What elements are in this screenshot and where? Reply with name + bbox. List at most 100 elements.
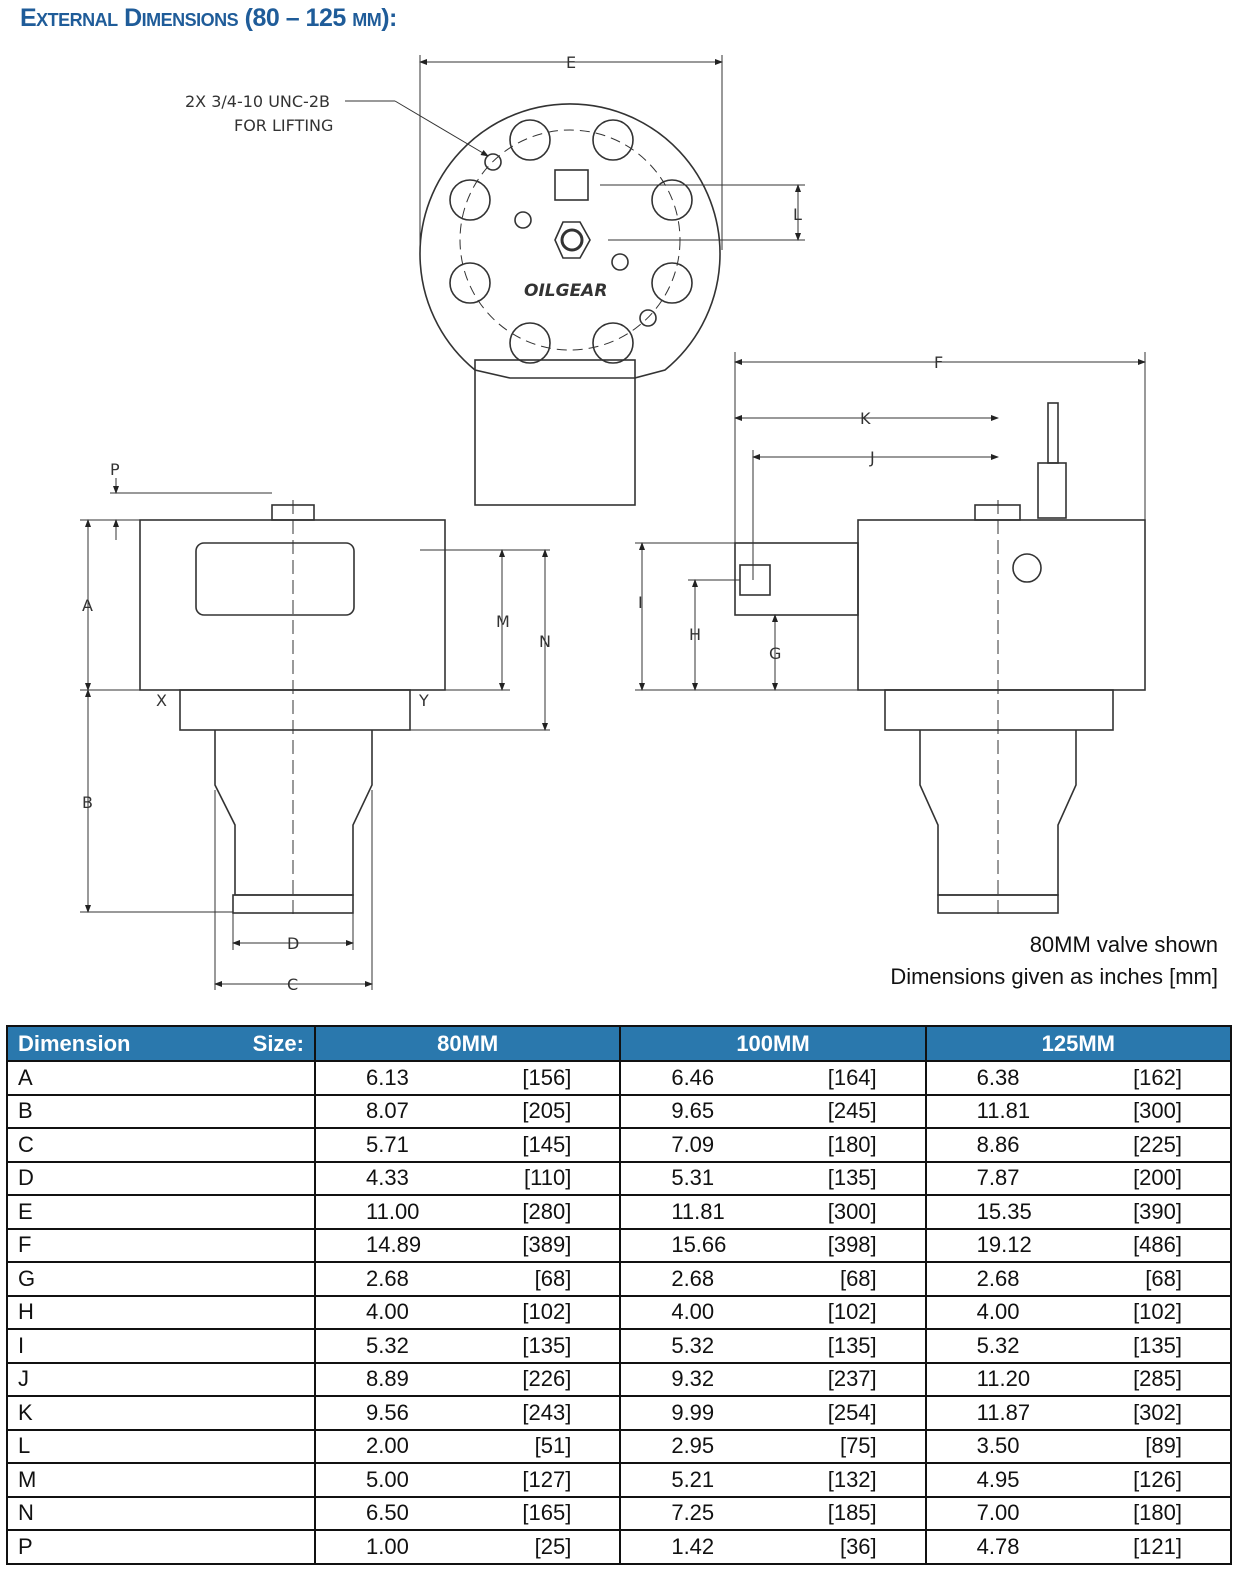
value-inches: 4.00 bbox=[976, 1299, 1020, 1325]
size-cell: 2.68 [68] bbox=[619, 1261, 927, 1297]
value-mm: [285] bbox=[1133, 1366, 1182, 1392]
value-mm: [237] bbox=[827, 1366, 877, 1392]
size-cell: 8.07 [205] bbox=[313, 1093, 622, 1129]
value-inches: 2.00 bbox=[366, 1433, 409, 1459]
table-row: L 2.00 [51] 2.95 [75] 3.50 [89] bbox=[6, 1428, 1233, 1464]
size-cell: 5.00 [127] bbox=[313, 1462, 622, 1498]
value-mm: [89] bbox=[1145, 1433, 1182, 1459]
value-inches: 5.32 bbox=[671, 1332, 715, 1358]
value-mm: [185] bbox=[827, 1500, 877, 1526]
label-Y: Y bbox=[418, 691, 429, 710]
size-cell: 11.00 [280] bbox=[313, 1194, 622, 1230]
value-inches: 2.95 bbox=[671, 1433, 715, 1459]
value-mm: [280] bbox=[522, 1198, 572, 1224]
size-cell: 11.20 [285] bbox=[924, 1361, 1233, 1397]
value-mm: [225] bbox=[1133, 1131, 1182, 1157]
note-units: Dimensions given as inches [mm] bbox=[890, 964, 1218, 989]
table-row: G 2.68 [68] 2.68 [68] 2.68 [68] bbox=[6, 1261, 1233, 1297]
value-inches: 1.42 bbox=[671, 1533, 715, 1559]
size-cell: 5.32 [135] bbox=[619, 1328, 927, 1364]
table-row: J 8.89 [226] 9.32 [237] 11.20 [285] bbox=[6, 1361, 1233, 1397]
size-cell: 3.50 [89] bbox=[924, 1428, 1233, 1464]
value-mm: [75] bbox=[839, 1433, 877, 1459]
size-cell: 8.89 [226] bbox=[313, 1361, 622, 1397]
dimension-letter: F bbox=[6, 1227, 316, 1263]
size-cell: 2.68 [68] bbox=[924, 1261, 1233, 1297]
value-mm: [300] bbox=[1133, 1098, 1182, 1124]
value-inches: 6.46 bbox=[671, 1064, 715, 1090]
value-mm: [389] bbox=[522, 1232, 572, 1258]
label-I: I bbox=[638, 593, 643, 612]
value-inches: 11.87 bbox=[976, 1399, 1031, 1425]
value-mm: [398] bbox=[827, 1232, 877, 1258]
value-mm: [205] bbox=[522, 1098, 572, 1124]
value-inches: 4.00 bbox=[366, 1299, 409, 1325]
table-row: P 1.00 [25] 1.42 [36] 4.78 [121] bbox=[6, 1529, 1233, 1565]
size-cell: 11.87 [302] bbox=[924, 1395, 1233, 1431]
table-row: B 8.07 [205] 9.65 [245] 11.81 [300] bbox=[6, 1093, 1233, 1129]
size-cell: 5.32 [135] bbox=[313, 1328, 622, 1364]
value-inches: 9.99 bbox=[671, 1399, 715, 1425]
value-inches: 4.33 bbox=[366, 1165, 409, 1191]
value-mm: [165] bbox=[522, 1500, 572, 1526]
dimension-letter: I bbox=[6, 1328, 316, 1364]
value-inches: 15.35 bbox=[976, 1198, 1032, 1224]
label-N: N bbox=[539, 632, 551, 651]
technical-drawing: 2X 3/4-10 UNC-2B FOR LIFTING OILGEAR E L… bbox=[80, 53, 1146, 994]
label-L: L bbox=[793, 205, 802, 224]
size-cell: 9.32 [237] bbox=[619, 1361, 927, 1397]
value-mm: [51] bbox=[534, 1433, 572, 1459]
size-cell: 5.32 [135] bbox=[924, 1328, 1233, 1364]
value-mm: [102] bbox=[1133, 1299, 1182, 1325]
label-G: G bbox=[769, 644, 781, 663]
value-inches: 6.38 bbox=[976, 1064, 1020, 1090]
value-inches: 5.31 bbox=[671, 1165, 715, 1191]
value-mm: [68] bbox=[839, 1265, 877, 1291]
label-P: P bbox=[110, 460, 120, 479]
value-inches: 9.65 bbox=[671, 1098, 715, 1124]
value-inches: 6.13 bbox=[366, 1064, 409, 1090]
value-inches: 11.00 bbox=[366, 1198, 420, 1224]
value-inches: 9.56 bbox=[366, 1399, 409, 1425]
value-mm: [156] bbox=[522, 1064, 572, 1090]
label-X: X bbox=[156, 691, 167, 710]
value-inches: 11.81 bbox=[671, 1198, 725, 1224]
table-row: D 4.33 [110] 5.31 [135] 7.87 [200] bbox=[6, 1160, 1233, 1196]
size-cell: 4.00 [102] bbox=[924, 1294, 1233, 1330]
value-mm: [164] bbox=[827, 1064, 877, 1090]
value-inches: 5.00 bbox=[366, 1466, 409, 1492]
dimension-letter: J bbox=[6, 1361, 316, 1397]
dimension-letter: L bbox=[6, 1428, 316, 1464]
value-inches: 15.66 bbox=[671, 1232, 727, 1258]
dimension-letter: M bbox=[6, 1462, 316, 1498]
size-cell: 4.00 [102] bbox=[313, 1294, 622, 1330]
value-inches: 8.86 bbox=[976, 1131, 1020, 1157]
size-cell: 4.33 [110] bbox=[313, 1160, 622, 1196]
label-D: D bbox=[287, 934, 299, 953]
value-mm: [126] bbox=[1133, 1466, 1182, 1492]
value-inches: 3.50 bbox=[976, 1433, 1020, 1459]
table-row: M 5.00 [127] 5.21 [132] 4.95 [126] bbox=[6, 1462, 1233, 1498]
value-mm: [102] bbox=[522, 1299, 572, 1325]
dimension-letter: N bbox=[6, 1495, 316, 1531]
size-cell: 15.66 [398] bbox=[619, 1227, 927, 1263]
size-cell: 5.31 [135] bbox=[619, 1160, 927, 1196]
value-mm: [245] bbox=[827, 1098, 877, 1124]
dimension-letter: H bbox=[6, 1294, 316, 1330]
side-view bbox=[635, 352, 1146, 915]
size-cell: 7.00 [180] bbox=[924, 1495, 1233, 1531]
value-inches: 8.07 bbox=[366, 1098, 409, 1124]
size-cell: 11.81 [300] bbox=[619, 1194, 927, 1230]
lifting-callout-line2: FOR LIFTING bbox=[234, 116, 333, 135]
size-cell: 7.25 [185] bbox=[619, 1495, 927, 1531]
size-cell: 9.99 [254] bbox=[619, 1395, 927, 1431]
label-M: M bbox=[496, 612, 510, 631]
dimension-letter: C bbox=[6, 1127, 316, 1163]
value-inches: 1.00 bbox=[366, 1533, 409, 1559]
size-cell: 19.12 [486] bbox=[924, 1227, 1233, 1263]
size-cell: 6.46 [164] bbox=[619, 1060, 927, 1096]
value-inches: 5.21 bbox=[671, 1466, 715, 1492]
value-mm: [127] bbox=[522, 1466, 572, 1492]
size-cell: 2.00 [51] bbox=[313, 1428, 622, 1464]
